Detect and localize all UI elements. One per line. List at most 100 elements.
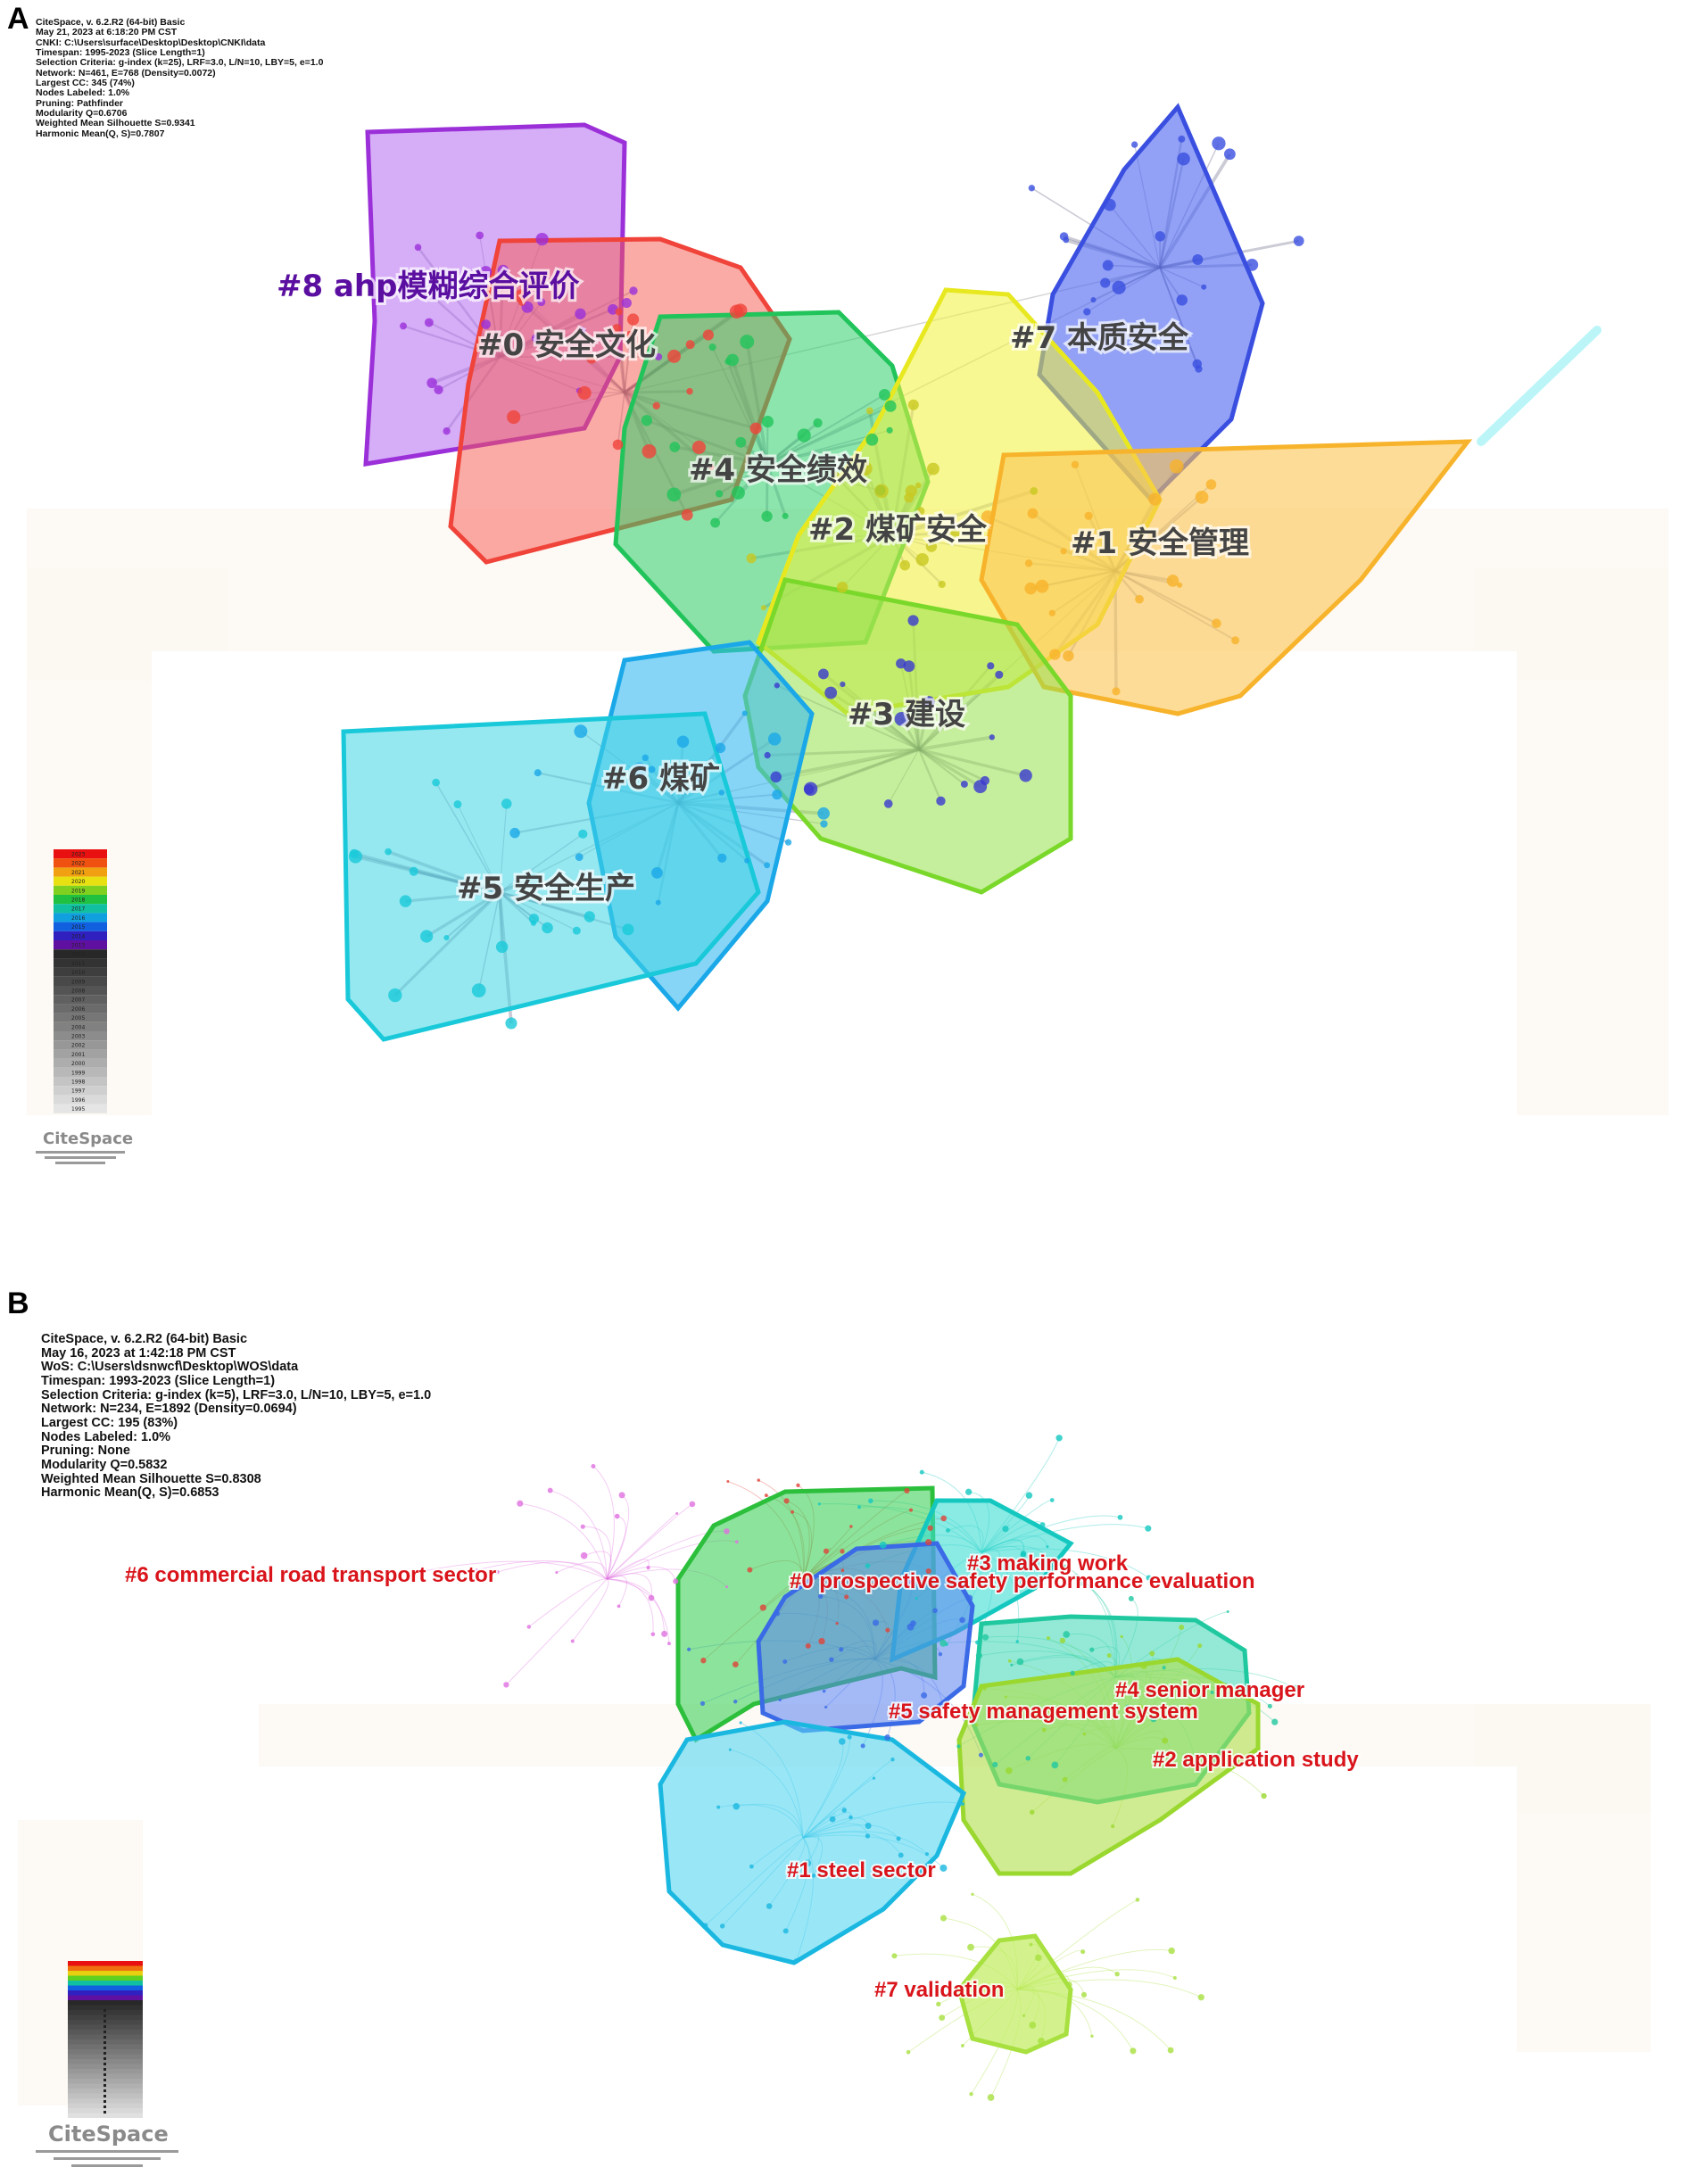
network-node: [577, 385, 592, 401]
network-node: [1167, 2047, 1174, 2054]
legend-swatch: [68, 1990, 143, 1996]
network-node: [938, 580, 946, 589]
network-node: [926, 462, 940, 476]
network-node: [1201, 284, 1207, 290]
network-node: [1047, 1708, 1053, 1714]
network-node: [987, 2094, 995, 2101]
network-node: [906, 1577, 914, 1584]
network-node: [673, 1578, 679, 1584]
network-node: [1192, 1686, 1196, 1691]
cluster-network-b: #6 commercial road transport sector #3 m…: [18, 1435, 1651, 2167]
network-node: [715, 742, 726, 754]
legend-swatch: [68, 2113, 143, 2118]
legend-swatch: [68, 2059, 143, 2064]
network-node: [621, 298, 632, 309]
legend-swatch: [54, 1040, 107, 1050]
network-node: [1055, 1435, 1063, 1442]
network-node: [741, 710, 748, 716]
network-node: [940, 1915, 947, 1922]
legend-tick: [103, 2020, 106, 2023]
network-node: [1049, 1498, 1055, 1502]
network-node: [839, 1647, 844, 1652]
network-node: [1192, 254, 1204, 266]
network-node: [988, 1578, 993, 1584]
network-node: [995, 670, 1004, 679]
edge: [506, 1578, 608, 1685]
network-node: [1292, 1684, 1300, 1692]
network-node: [622, 923, 634, 936]
network-node: [1212, 618, 1221, 629]
network-node: [904, 1487, 910, 1493]
legend-year-label: 2008: [71, 989, 85, 995]
network-node: [702, 329, 714, 341]
network-node: [1162, 1666, 1166, 1670]
hull-cluster-7: [956, 1933, 1073, 2055]
legend-swatch: [54, 976, 107, 986]
edge: [606, 1578, 654, 1634]
network-node: [575, 853, 584, 862]
legend-year-label: 1999: [71, 1070, 85, 1076]
network-node: [1261, 1792, 1267, 1799]
network-node: [414, 244, 422, 252]
network-node: [907, 615, 919, 626]
legend-year-label: 2002: [71, 1043, 85, 1049]
legend-swatch: [68, 2108, 143, 2114]
network-node: [1038, 2037, 1045, 2045]
network-node: [919, 1469, 924, 1475]
legend-year-label: 2007: [71, 997, 85, 1004]
network-node: [860, 1743, 865, 1749]
network-node: [1029, 2022, 1037, 2029]
edge: [606, 1559, 650, 1580]
nodes-b: [422, 1435, 1300, 2101]
edge: [519, 1502, 608, 1580]
edge: [606, 1503, 693, 1580]
network-node: [1177, 152, 1190, 166]
citespace-logo-a: CiteSpace: [36, 1129, 133, 1164]
legend-swatch: [54, 922, 107, 931]
network-node: [669, 442, 681, 452]
meta-line: May 16, 2023 at 1:42:18 PM CST: [41, 1345, 236, 1361]
cluster-labels-b: #6 commercial road transport sector #3 m…: [123, 1550, 1361, 2004]
meta-line: Timespan: 1995-2023 (Slice Length=1): [36, 46, 205, 58]
legend-year-label: 2016: [71, 915, 85, 922]
network-node: [1090, 2034, 1094, 2038]
network-node: [686, 387, 693, 395]
network-node: [655, 352, 663, 361]
cluster-label-2: #2 application study: [1153, 1748, 1359, 1772]
legend-tick: [103, 2095, 106, 2097]
network-node: [891, 1953, 898, 1959]
network-node: [1007, 1659, 1012, 1663]
network-node: [1226, 1610, 1229, 1614]
network-node: [967, 1943, 974, 1951]
network-node: [791, 1510, 795, 1514]
network-node: [509, 827, 520, 839]
legend-year-label: 1995: [71, 1106, 85, 1113]
legend-tick: [103, 2063, 106, 2065]
network-node: [689, 1501, 696, 1508]
legend-tick: [103, 2100, 106, 2103]
network-node: [732, 485, 745, 500]
meta-line: Network: N=234, E=1892 (Density=0.0694): [41, 1402, 297, 1417]
network-node: [580, 1524, 585, 1529]
network-node: [641, 415, 653, 426]
meta-line: Network: N=461, E=768 (Density=0.0072): [36, 67, 216, 79]
network-node: [770, 771, 782, 783]
network-node: [646, 1566, 650, 1570]
edge: [584, 1551, 612, 1580]
cluster-label-5: #5 safety management system: [889, 1700, 1198, 1724]
network-node: [899, 559, 911, 571]
network-node: [961, 1802, 964, 1806]
network-node: [1024, 559, 1033, 567]
network-node: [1149, 1650, 1155, 1657]
legend-swatch: [68, 2069, 143, 2074]
network-node: [629, 286, 638, 295]
network-node: [1169, 459, 1184, 474]
network-node: [1002, 1526, 1009, 1533]
year-legend-a: 2023202220212020201920182017201620152014…: [54, 849, 107, 1113]
legend-tick: [103, 2105, 106, 2108]
legend-swatch: [68, 2049, 143, 2055]
legend-year-label: 2017: [71, 906, 85, 913]
meta-line: Nodes Labeled: 1.0%: [41, 1429, 171, 1444]
legend-swatch: [68, 2064, 143, 2069]
network-node: [1030, 486, 1039, 495]
